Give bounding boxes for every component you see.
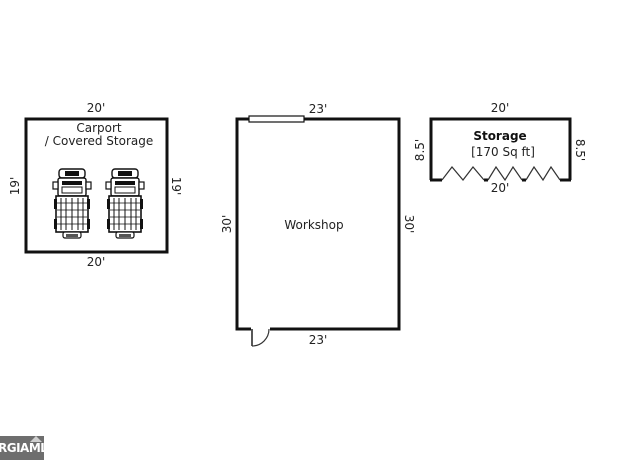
carport-sublabel: / Covered Storage <box>45 134 154 148</box>
workshop-room: 23' 23' 30' 30' Workshop <box>220 102 416 347</box>
workshop-dim-top: 23' <box>309 102 328 116</box>
workshop-dim-right: 30' <box>402 215 416 234</box>
logo-text: RGIAMLS <box>0 441 44 455</box>
storage-dim-left: 8.5' <box>413 139 427 161</box>
workshop-walls <box>235 117 401 331</box>
storage-room: 20' 20' 8.5' 8.5' Storage [170 Sq ft] <box>413 101 587 195</box>
storage-dim-top: 20' <box>491 101 510 115</box>
storage-walls <box>429 117 572 180</box>
storage-dim-bottom: 20' <box>491 181 510 195</box>
storage-dim-right: 8.5' <box>573 139 587 161</box>
carport-dim-top: 20' <box>87 101 106 115</box>
storage-label: Storage <box>473 129 526 143</box>
workshop-window <box>248 115 305 123</box>
carport-room: 20' 20' 19' 19' Carport / Covered Storag… <box>8 101 183 269</box>
workshop-dim-left: 30' <box>220 215 234 234</box>
workshop-door-swing <box>251 328 270 347</box>
carport-walls <box>24 117 169 254</box>
storage-area: [170 Sq ft] <box>471 145 535 159</box>
car-icon-left <box>52 168 92 239</box>
workshop-label: Workshop <box>284 218 343 232</box>
carport-dim-right: 19' <box>169 177 183 196</box>
mls-watermark-logo: RGIAMLS <box>0 436 44 460</box>
carport-dim-bottom: 20' <box>87 255 106 269</box>
storage-bifold-doors <box>441 165 561 182</box>
car-icon-right <box>105 168 145 239</box>
workshop-dim-bottom: 23' <box>309 333 328 347</box>
carport-dim-left: 19' <box>8 177 22 196</box>
logo-roof-icon <box>30 436 42 442</box>
carport-label: Carport <box>76 121 122 135</box>
